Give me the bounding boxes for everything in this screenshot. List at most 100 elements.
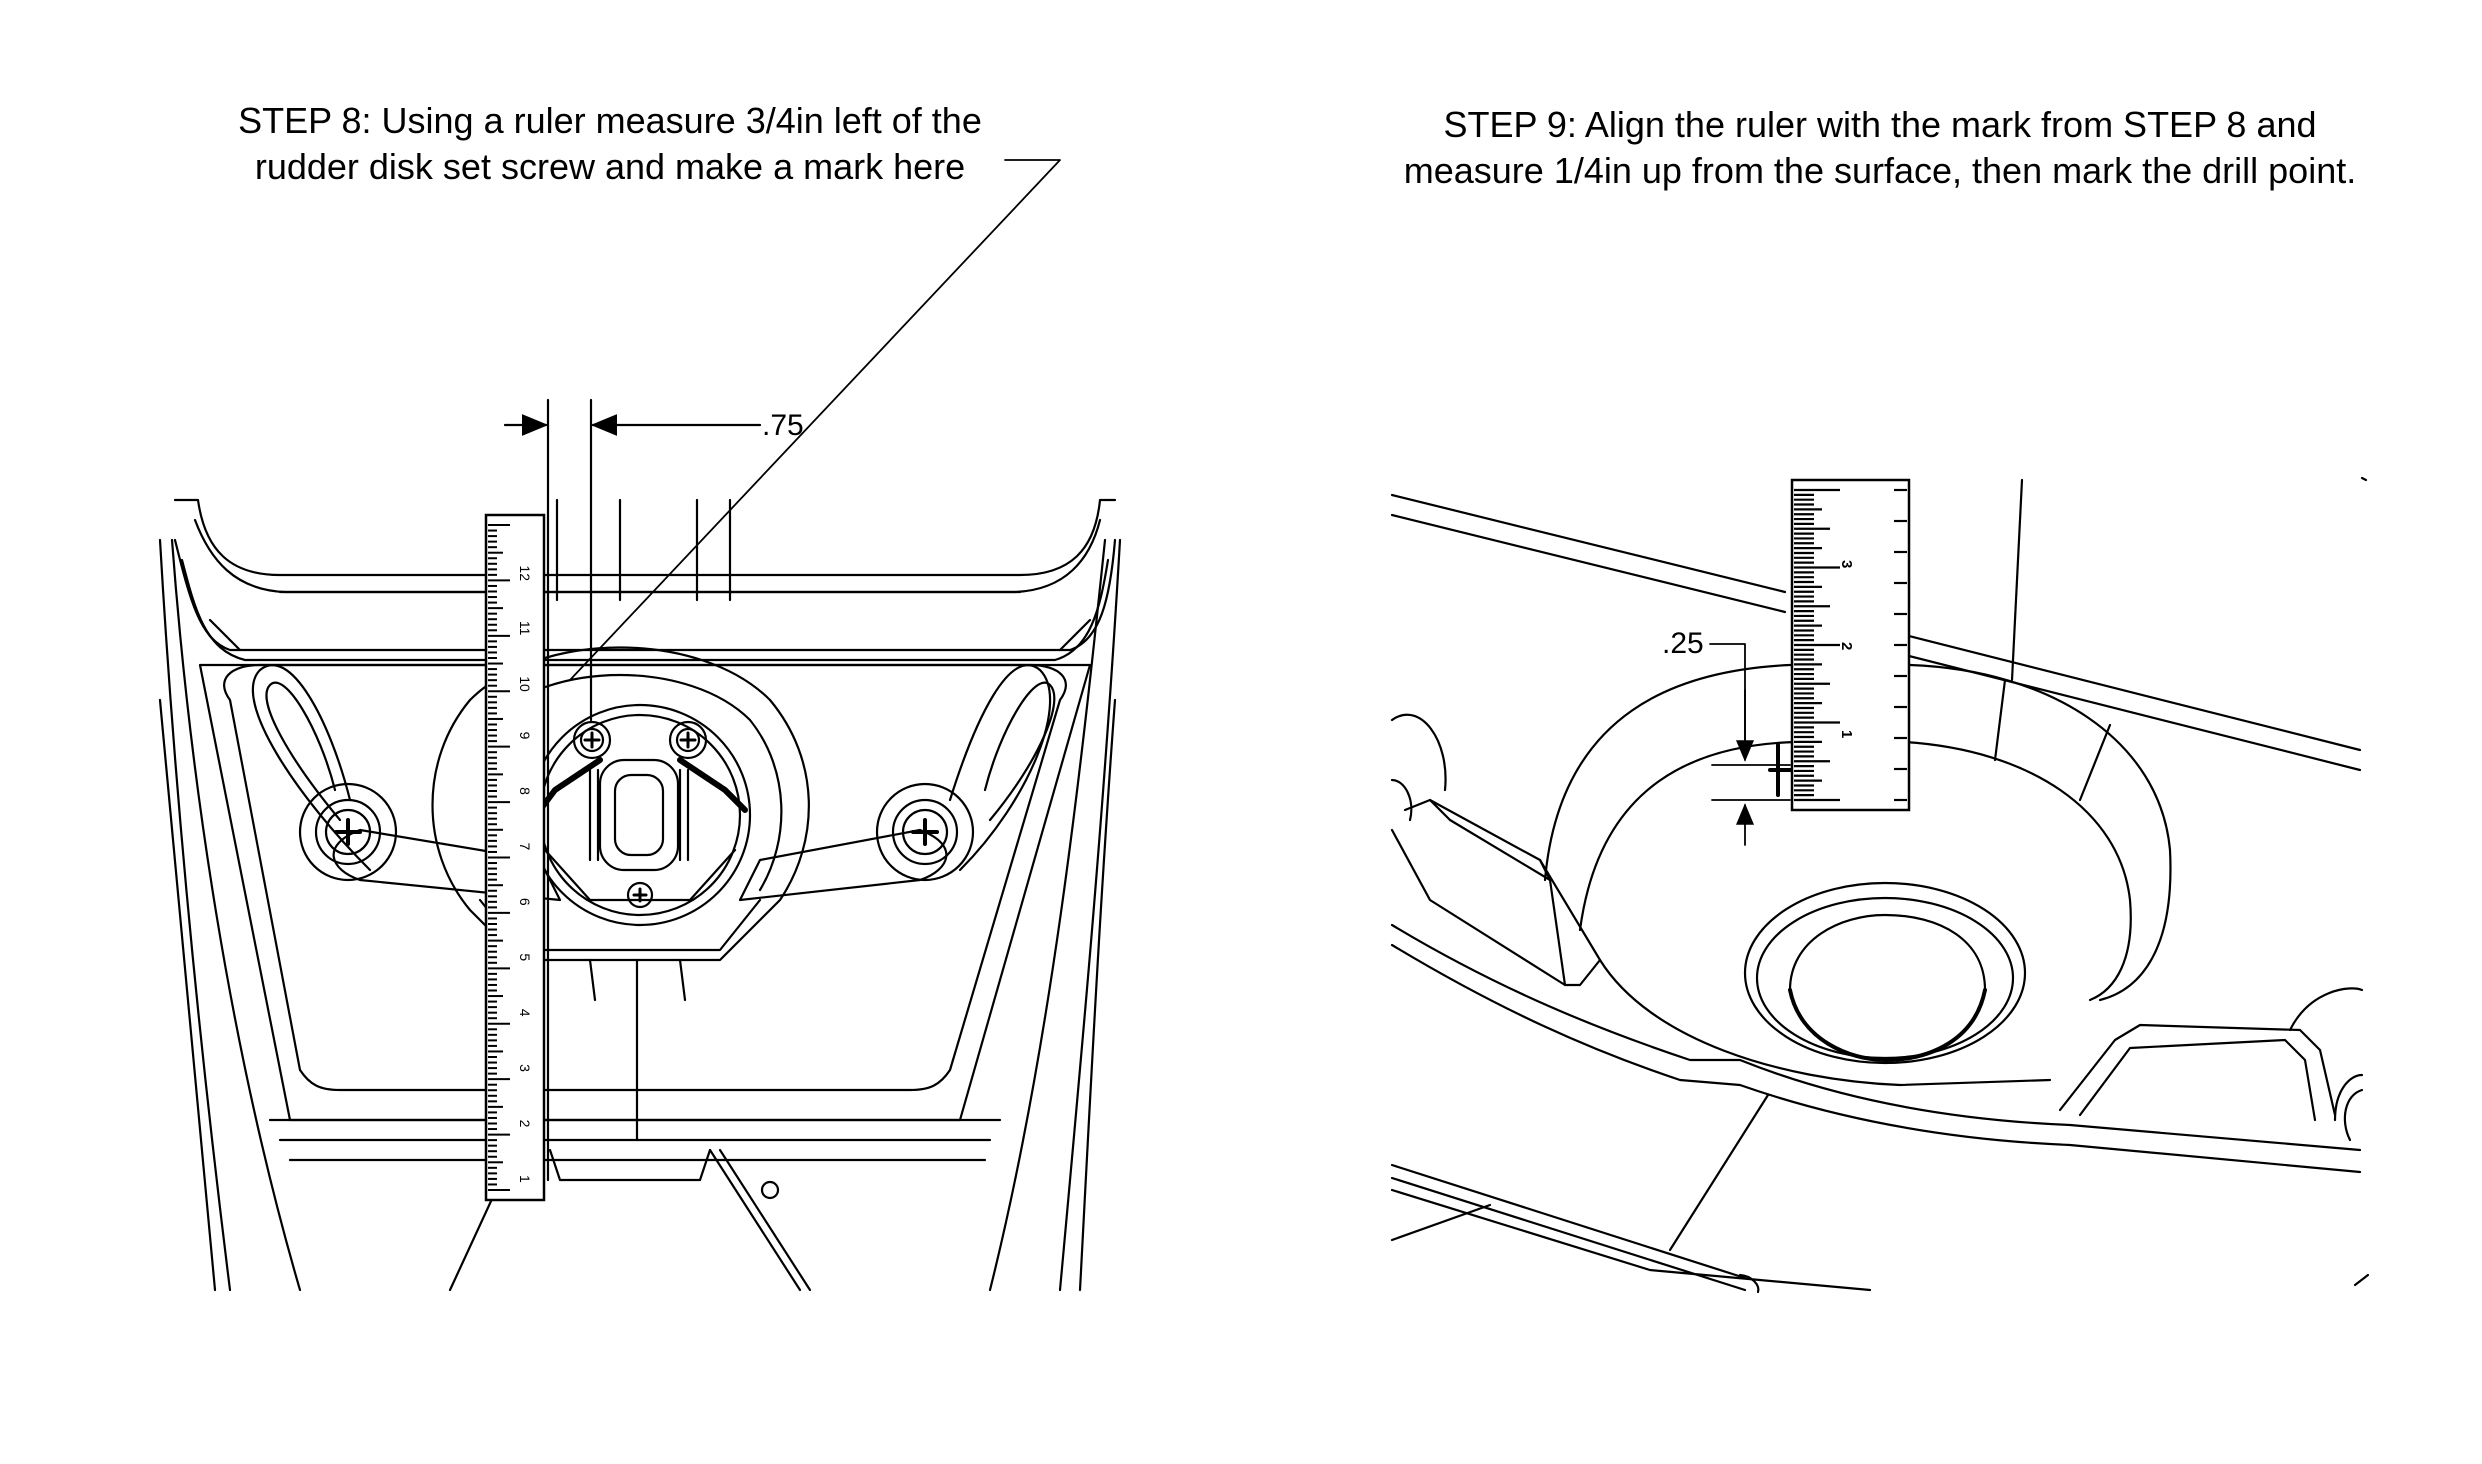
well-inner-bot: [1788, 988, 1987, 1062]
ruler-left-number: 6: [517, 898, 533, 906]
left-boss-mid: [314, 798, 382, 866]
post-slot-r: [678, 768, 690, 862]
left-pad-2: [1428, 798, 1567, 987]
ruler-left-number: 11: [517, 621, 533, 636]
rudder-disk-inner: [538, 713, 742, 917]
right-screw-cross: [911, 818, 939, 846]
set-screw-right-inner: [675, 727, 701, 753]
left-boss-outer: [298, 782, 398, 882]
left-loop-outer: [251, 664, 372, 872]
leader-line: [569, 159, 1061, 681]
recess-inner: [223, 663, 1067, 1092]
right-pad-2: [2078, 1038, 2317, 1122]
lever-right: [738, 828, 948, 902]
set-screw-right-cross: [679, 731, 697, 749]
disk-housing-inner: [488, 673, 783, 892]
right-loop-inner: [983, 681, 1056, 822]
ruler-left-number: 12: [517, 565, 533, 581]
lower-skeg-r2: [718, 1148, 812, 1292]
dim-label-25: .25: [1662, 627, 1704, 660]
disk-housing-outer: [431, 646, 810, 962]
upper-shelf: [173, 538, 1117, 652]
recess-ring-outer: [1543, 663, 2172, 1002]
hull-outer-right-2: [1078, 698, 1117, 1292]
ruler-left-number: 8: [517, 787, 533, 795]
lower-deck-1: [1390, 923, 2362, 1152]
hull-outer-left-3: [170, 538, 302, 1292]
step-9-line-2: measure 1/4in up from the surface, then …: [1403, 150, 2357, 191]
left-pad: [1390, 798, 1602, 987]
left-screw-cross: [334, 818, 362, 846]
well-mid: [1755, 896, 2015, 1060]
ruler-right-number: 3: [1838, 560, 1855, 568]
right-boss: [2288, 987, 2364, 1032]
set-screw-left-cross: [583, 731, 601, 749]
bottom-screw-cross: [632, 887, 648, 903]
ruler-right: 321: [1790, 478, 1911, 812]
rail-1: [1390, 1163, 1747, 1280]
deck-line-3: [1903, 633, 2362, 752]
step-9-caption: STEP 9: Align the ruler with the mark fr…: [1330, 102, 2430, 194]
shelf-seam-l: [208, 618, 242, 652]
lower-skeg-r: [708, 1148, 802, 1292]
rudder-post-outer: [598, 758, 680, 872]
top-rim-outer: [173, 498, 1117, 577]
recess-seam-2: [2078, 723, 2112, 802]
centerline-seam: [588, 958, 687, 1002]
recess-ring-lower: [1598, 958, 2052, 1087]
rail-4: [1648, 1268, 1872, 1292]
cable-right-a: [677, 757, 748, 813]
rudder-post-inner: [613, 773, 665, 857]
step-9-line-1: STEP 9: Align the ruler with the mark fr…: [1443, 104, 2317, 145]
step-8-line-2: rudder disk set screw and make a mark he…: [254, 146, 966, 187]
left-boss-arc-2: [1390, 778, 1413, 822]
top-rim-inner: [193, 518, 1102, 594]
left-pad-3: [1538, 858, 1552, 882]
deck-line-2: [1390, 513, 1787, 614]
ruler-left-base: [486, 1160, 545, 1201]
ruler-left-number: 3: [517, 1064, 533, 1072]
ruler-left-number: 2: [517, 1120, 533, 1128]
upper-shelf-2: [180, 558, 1110, 662]
lower-deck-2: [1390, 943, 2362, 1174]
lower-seam: [1668, 1093, 1770, 1252]
shelf-seam-r: [1058, 618, 1092, 652]
left-loop-inner: [265, 681, 342, 822]
ruler-right-ticks: [1794, 488, 1907, 802]
ruler-left-number: 1: [517, 1175, 533, 1183]
left-boss-arc: [1390, 713, 1447, 792]
step-8-caption: STEP 8: Using a ruler measure 3/4in left…: [160, 98, 1060, 190]
well-outer: [1743, 881, 2027, 1065]
set-screw-right-outer: [668, 720, 708, 760]
ruler-left-number: 5: [517, 953, 533, 961]
ruler-left-number: 9: [517, 732, 533, 740]
step-9-drawing: [1390, 476, 2370, 1294]
dim25-leader: [1709, 643, 1746, 751]
ruler-left-number: 4: [517, 1009, 533, 1017]
corner-mark: [2360, 476, 2368, 482]
hull-outer-left-2: [158, 698, 217, 1292]
right-boss-mid: [891, 798, 959, 866]
ruler-right-number: 1: [1838, 730, 1855, 738]
set-screw-left-outer: [572, 720, 612, 760]
dim-label-75: .75: [762, 409, 804, 442]
vertical-edge: [2010, 478, 2024, 682]
set-screw-left-inner: [579, 727, 605, 753]
right-knob: [2343, 1088, 2364, 1142]
right-loop-outer: [948, 664, 1052, 872]
post-slot-l: [588, 768, 600, 862]
ruler-left-number: 10: [517, 676, 533, 692]
rail-5: [1390, 1203, 1492, 1242]
bottom-screw-outer: [626, 881, 654, 909]
right-boss-outer: [875, 782, 975, 882]
hull-outer-left: [158, 538, 232, 1292]
step-8-line-1: STEP 8: Using a ruler measure 3/4in left…: [238, 100, 982, 141]
ruler-right-numbers: 321: [1838, 560, 1855, 738]
well-inner-top: [1788, 913, 1987, 992]
right-boss-2: [2333, 1073, 2364, 1122]
rail-2: [1390, 1176, 1747, 1292]
deck-line-1: [1390, 493, 1787, 594]
